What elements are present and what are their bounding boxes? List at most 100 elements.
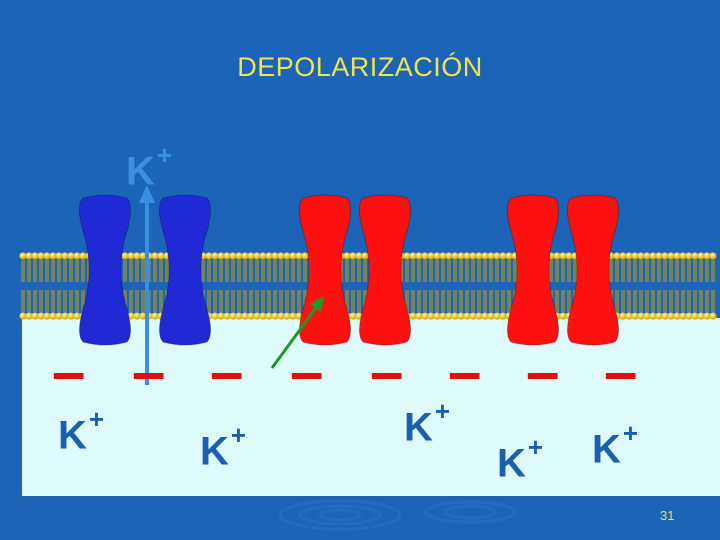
lipid-head <box>427 312 435 320</box>
lipid-head <box>295 312 303 320</box>
lipid-head <box>637 252 645 260</box>
lipid-head <box>355 252 363 260</box>
lipid-head <box>235 252 243 260</box>
lipid-head <box>37 252 45 260</box>
lipid-head <box>697 252 705 260</box>
negative-charge-symbol: – <box>526 338 559 405</box>
lipid-head <box>127 312 135 320</box>
lipid-head <box>217 252 225 260</box>
lipid-head <box>661 312 669 320</box>
lipid-head <box>67 312 75 320</box>
lipid-head <box>619 252 627 260</box>
lipid-head <box>55 252 63 260</box>
lipid-head <box>43 252 51 260</box>
lipid-head <box>31 252 39 260</box>
lipid-head <box>655 312 663 320</box>
lipid-head <box>457 252 465 260</box>
lipid-head <box>667 252 675 260</box>
lipid-head <box>415 252 423 260</box>
lipid-head <box>241 252 249 260</box>
lipid-head <box>487 312 495 320</box>
lipid-head <box>25 312 33 320</box>
potassium-ion-label: K+ <box>592 418 639 472</box>
lipid-head <box>655 252 663 260</box>
channel-subunit <box>507 194 559 346</box>
lipid-head <box>409 312 417 320</box>
lipid-head <box>643 312 651 320</box>
channel-subunit <box>359 194 411 346</box>
lipid-head <box>49 252 57 260</box>
lipid-head <box>211 252 219 260</box>
lipid-head <box>343 252 351 260</box>
lipid-head <box>61 312 69 320</box>
potassium-ion-label: K+ <box>200 420 247 474</box>
lipid-head <box>427 252 435 260</box>
lipid-head <box>133 312 141 320</box>
lipid-head <box>205 252 213 260</box>
page-number: 31 <box>660 508 675 523</box>
lipid-head <box>475 312 483 320</box>
lipid-head <box>127 252 135 260</box>
lipid-head <box>499 312 507 320</box>
lipid-head <box>421 312 429 320</box>
lipid-head <box>301 252 309 260</box>
lipid-head <box>271 312 279 320</box>
potassium-ion-label: K+ <box>126 140 173 194</box>
lipid-head <box>295 252 303 260</box>
lipid-head <box>487 252 495 260</box>
negative-charge-symbol: – <box>448 338 481 405</box>
lipid-head <box>151 312 159 320</box>
lipid-head <box>259 252 267 260</box>
lipid-head <box>223 312 231 320</box>
lipid-head <box>139 252 147 260</box>
lipid-head <box>475 252 483 260</box>
lipid-head <box>421 252 429 260</box>
lipid-head <box>211 312 219 320</box>
lipid-head <box>433 312 441 320</box>
lipid-head <box>505 252 513 260</box>
lipid-head <box>61 252 69 260</box>
lipid-head <box>637 312 645 320</box>
pointer-arrow <box>270 296 324 369</box>
lipid-head <box>469 312 477 320</box>
lipid-head <box>247 252 255 260</box>
lipid-head <box>283 312 291 320</box>
channel-subunit <box>159 194 211 346</box>
lipid-head <box>709 252 717 260</box>
lipid-head <box>229 312 237 320</box>
potassium-ion-label: K+ <box>404 396 451 450</box>
lipid-head <box>217 312 225 320</box>
lipid-head <box>667 312 675 320</box>
lipid-head <box>463 252 471 260</box>
lipid-head <box>553 252 561 260</box>
channel-subunit <box>299 194 351 346</box>
lipid-head <box>697 312 705 320</box>
lipid-head <box>481 312 489 320</box>
lipid-head <box>439 252 447 260</box>
potassium-ion-label: K+ <box>497 432 544 486</box>
lipid-head <box>133 252 141 260</box>
lipid-head <box>271 252 279 260</box>
lipid-head <box>691 252 699 260</box>
lipid-head <box>451 252 459 260</box>
lipid-head <box>361 252 369 260</box>
lipid-head <box>43 312 51 320</box>
lipid-head <box>661 252 669 260</box>
lipid-head <box>25 252 33 260</box>
negative-charge-symbol: – <box>370 338 403 405</box>
lipid-head <box>19 312 27 320</box>
lipid-head <box>157 252 165 260</box>
lipid-head <box>265 252 273 260</box>
lipid-head <box>67 252 75 260</box>
lipid-head <box>673 312 681 320</box>
lipid-head <box>265 312 273 320</box>
negative-charge-symbol: – <box>210 338 243 405</box>
water-ripple-decoration <box>278 499 517 531</box>
potassium-ion-label: K+ <box>58 404 105 458</box>
lipid-head <box>451 312 459 320</box>
lipid-head <box>709 312 717 320</box>
lipid-head <box>619 312 627 320</box>
lipid-head <box>277 252 285 260</box>
channel-subunit <box>567 194 619 346</box>
